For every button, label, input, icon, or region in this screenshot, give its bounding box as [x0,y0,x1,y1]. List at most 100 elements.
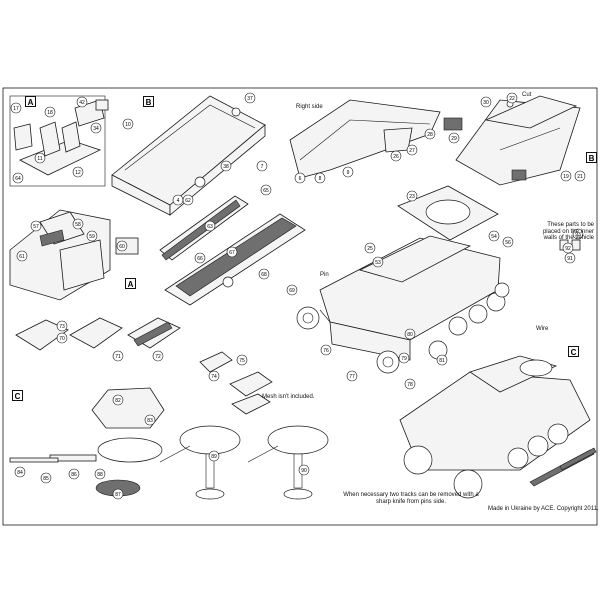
part-callout: 60 [116,240,128,252]
part-number: 27 [409,148,415,154]
part-callout: 17 [10,102,22,114]
part-callout: 38 [220,160,232,172]
step-a-seats [9,95,109,187]
part-number: 83 [147,418,153,424]
part-callout: 22 [506,92,518,104]
part-callout: 28 [424,128,436,140]
tracks-note: When necessary two tracks can be removed… [343,492,479,505]
assembled-vehicle-c [399,355,597,499]
part-number: 92 [565,246,571,252]
part-number: 88 [97,472,103,478]
copyright: Made in Ukraine by ACE. Copyright 2011. [488,506,599,512]
right-side-label: Right side [296,104,323,110]
part-callout: 8 [314,172,326,184]
part-number: 69 [289,288,295,294]
part-callout: 70 [56,332,68,344]
wire-label: Wire [536,326,549,332]
section-c-tag: C [12,390,23,401]
part-number: 65 [263,188,269,194]
central-hull-assembly [296,185,510,374]
part-callout: 9 [342,166,354,178]
part-number: 85 [43,476,49,482]
part-number: 74 [211,374,217,380]
part-callout: 89 [208,450,220,462]
part-number: 70 [59,336,65,342]
part-callout: 23 [406,190,418,202]
part-callout: 85 [40,472,52,484]
part-callout: 30 [480,96,492,108]
part-callout: 71 [112,350,124,362]
part-number: 67 [229,250,235,256]
part-callout: 56 [502,236,514,248]
upper-hull-top-right [455,95,581,186]
part-number: 18 [47,110,53,116]
part-callout: 83 [144,414,156,426]
part-number: 58 [75,222,81,228]
small-parts-mid [199,351,273,415]
cut-label: Cut [522,92,532,98]
section-a-tag-2: A [125,278,136,289]
section-b-tag-2: B [586,152,597,163]
part-callout: 25 [364,242,376,254]
part-number: 87 [115,492,121,498]
part-callout: 69 [286,284,298,296]
part-callout: 18 [44,106,56,118]
part-callout: 54 [488,230,500,242]
section-c-tag-2: C [568,346,579,357]
part-callout: 68 [258,268,270,280]
part-callout: 76 [320,344,332,356]
part-callout: 73 [56,320,68,332]
part-callout: 86 [68,468,80,480]
part-callout: 62 [182,194,194,206]
part-number: 4 [177,198,180,204]
part-number: 77 [349,374,355,380]
part-number: 10 [125,122,131,128]
part-number: 66 [197,256,203,262]
section-a-tag: A [25,96,36,107]
part-number: 86 [71,472,77,478]
part-callout: 67 [226,246,238,258]
part-number: 79 [401,356,407,362]
part-number: 54 [491,234,497,240]
part-number: 64 [15,176,21,182]
part-callout: 91 [564,252,576,264]
part-number: 73 [59,324,65,330]
part-callout: 7 [256,160,268,172]
part-callout: 11 [34,152,46,164]
part-callout: 78 [404,378,416,390]
part-callout: 29 [448,132,460,144]
part-number: 80 [407,332,413,338]
suspension-parts [15,317,181,351]
part-number: 17 [13,106,19,112]
part-callout: 63 [204,220,216,232]
part-number: 84 [17,470,23,476]
part-callout: 90 [298,464,310,476]
part-number: 19 [563,174,569,180]
part-number: 34 [93,126,99,132]
part-number: 42 [79,100,85,106]
part-callout: 42 [76,96,88,108]
part-number: 56 [505,240,511,246]
part-callout: 93 [572,228,584,240]
part-callout: 6 [294,172,306,184]
pin-label: Pin [320,272,329,278]
part-callout: 81 [436,354,448,366]
part-callout: 64 [12,172,24,184]
part-number: 26 [393,154,399,160]
part-number: 23 [409,194,415,200]
part-callout: 21 [574,170,586,182]
part-callout: 72 [152,350,164,362]
part-number: 37 [247,96,253,102]
part-number: 72 [155,354,161,360]
part-number: 63 [207,224,213,230]
part-number: 53 [375,260,381,266]
part-number: 9 [347,170,350,176]
part-number: 8 [319,176,322,182]
gun-mount-assemblies [9,387,329,500]
part-callout: 59 [86,230,98,242]
part-number: 7 [261,164,264,170]
part-callout: 82 [112,394,124,406]
part-number: 21 [577,174,583,180]
part-callout: 74 [208,370,220,382]
